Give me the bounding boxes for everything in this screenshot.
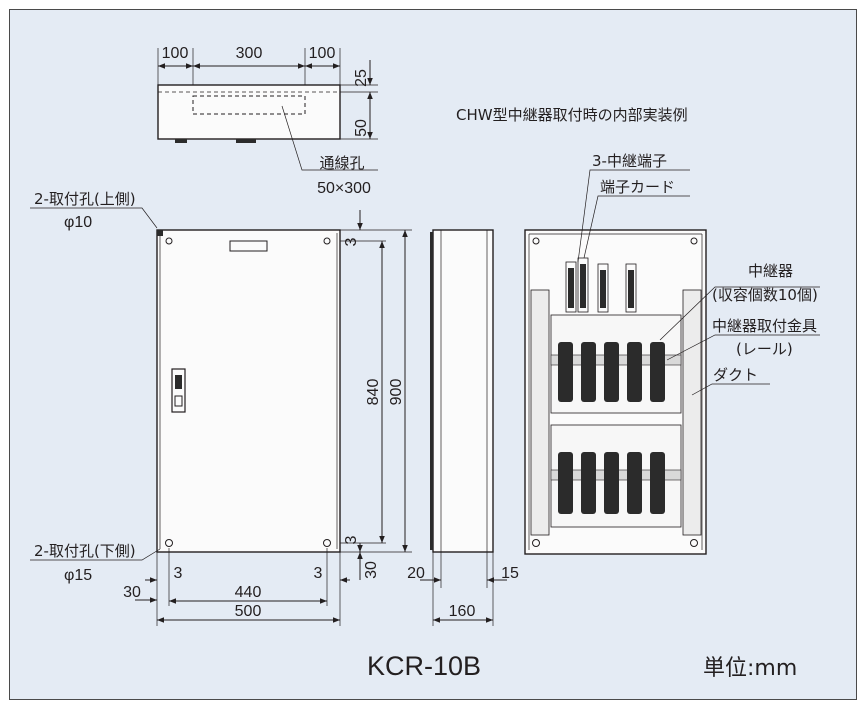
callout-relay: 中継器 [748, 262, 793, 280]
dim-side-15: 15 [501, 565, 519, 582]
dim-top-50: 50 [353, 119, 370, 137]
dim-front-500: 500 [235, 603, 262, 620]
callout-relay-bracket: 中継器取付金具 [712, 317, 817, 335]
top-view [157, 48, 378, 171]
top-mounting-hole-label: 2-取付孔(上側) [34, 190, 136, 208]
dim-front-840: 840 [365, 379, 382, 406]
callout-duct: ダクト [713, 366, 758, 384]
front-view [30, 207, 412, 626]
dim-front-3-left: 3 [174, 565, 183, 582]
unit-label: 単位:mm [703, 656, 797, 681]
callout-relay-capacity: (収容個数10個) [712, 286, 818, 304]
dim-front-440: 440 [235, 584, 262, 601]
dim-front-3-right: 3 [314, 565, 323, 582]
dim-front-900: 900 [388, 379, 405, 406]
top-mounting-hole-size: φ10 [64, 214, 92, 231]
cable-hole-size: 50×300 [317, 180, 371, 197]
dim-front-30-bottom: 30 [363, 561, 380, 579]
model-name: KCR-10B [367, 651, 481, 681]
dim-side-160: 160 [449, 603, 476, 620]
bottom-mounting-hole-size: φ15 [64, 567, 92, 584]
dim-front-bottom-offset: 3 [343, 535, 360, 544]
dim-top-300: 300 [236, 45, 263, 62]
dim-front-top-offset: 3 [343, 237, 360, 246]
cable-hole-label: 通線孔 [319, 154, 364, 172]
side-view [420, 229, 507, 626]
dim-side-20: 20 [407, 565, 425, 582]
callout-rail: (レール) [736, 340, 793, 358]
dim-top-100-left: 100 [162, 45, 189, 62]
interior-view [524, 169, 820, 555]
callout-relay-terminal: 3-中継端子 [592, 152, 667, 170]
bottom-mounting-hole-label: 2-取付孔(下側) [34, 542, 136, 560]
dim-top-100-right: 100 [309, 45, 336, 62]
dim-top-25: 25 [353, 69, 370, 87]
dim-front-30-left: 30 [123, 584, 141, 601]
callout-terminal-card: 端子カード [600, 178, 675, 196]
section-title: CHW型中継器取付時の内部実装例 [456, 106, 688, 124]
